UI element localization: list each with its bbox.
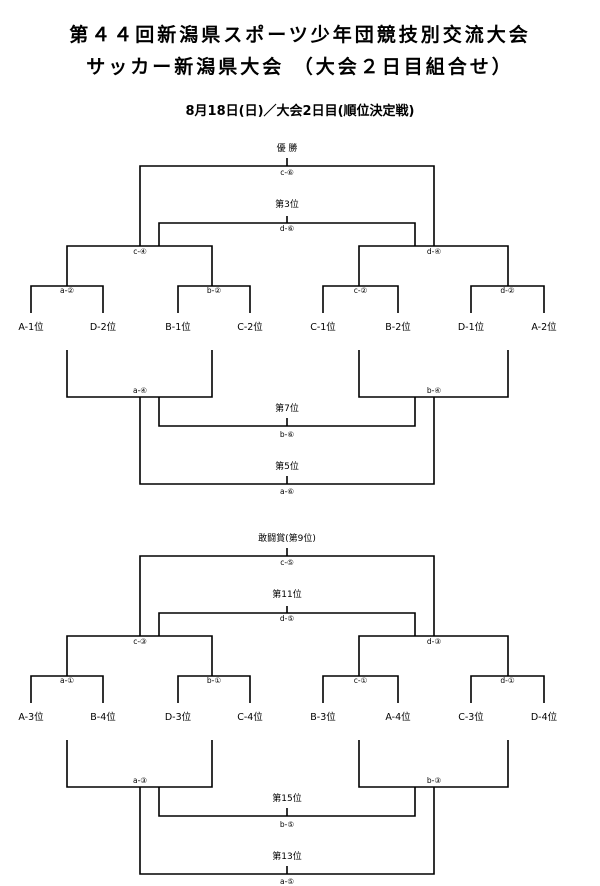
team-label: D-3位 bbox=[165, 711, 192, 723]
team-label: A-1位 bbox=[18, 321, 44, 333]
match-label-semifinal: c-③ bbox=[133, 637, 147, 646]
match-label-match-a-r1: a-① bbox=[60, 676, 74, 685]
seventh-place-title: 第15位 bbox=[272, 792, 301, 804]
team-label: B-2位 bbox=[385, 321, 411, 333]
third-place-title: 第11位 bbox=[272, 588, 301, 600]
match-label-final: c-⑤ bbox=[280, 558, 294, 567]
match-label-semifinal: c-④ bbox=[133, 247, 147, 256]
match-label-seventh-place: b-⑥ bbox=[280, 430, 294, 439]
match-label-lower-semifinal: a-④ bbox=[133, 386, 147, 395]
team-label: B-4位 bbox=[90, 711, 116, 723]
fifth-place-title: 第5位 bbox=[275, 460, 299, 472]
match-label-final: c-⑥ bbox=[280, 168, 294, 177]
match-label-lower-semifinal: a-③ bbox=[133, 776, 147, 785]
match-label-match-b-r1: b-② bbox=[207, 286, 221, 295]
match-label-seventh-place: b-⑤ bbox=[280, 820, 294, 829]
first-round-bracket-line bbox=[177, 285, 251, 313]
team-label: D-1位 bbox=[458, 321, 485, 333]
fifth-place-title: 第13位 bbox=[272, 850, 301, 862]
team-label: A-4位 bbox=[385, 711, 411, 723]
match-label-fifth-place: a-⑤ bbox=[280, 877, 294, 886]
match-label-lower-semifinal: b-④ bbox=[427, 386, 441, 395]
match-label-semifinal: d-④ bbox=[427, 247, 441, 256]
match-label-lower-semifinal: b-③ bbox=[427, 776, 441, 785]
final-title: 敢闘賞(第9位) bbox=[258, 532, 316, 544]
bracket-bottom: a-① b-① c-① d-① A-3位 B-4位 D-3位 C-4位 B-3位 A-4位 C-3位… bbox=[18, 532, 557, 886]
team-label: B-1位 bbox=[165, 321, 191, 333]
page-title: 第４４回新潟県スポーツ少年団競技別交流大会 bbox=[69, 24, 531, 46]
team-label: C-1位 bbox=[310, 321, 336, 333]
team-label: C-4位 bbox=[237, 711, 263, 723]
match-label-fifth-place: a-⑥ bbox=[280, 487, 294, 496]
team-label: B-3位 bbox=[310, 711, 336, 723]
first-round-bracket-line bbox=[322, 285, 399, 313]
match-label-match-c-r1: c-② bbox=[354, 286, 368, 295]
team-label: C-2位 bbox=[237, 321, 263, 333]
first-round-bracket-line bbox=[177, 675, 251, 703]
bracket-top: a-② b-② c-② d-② A-1位 D-2位 B-1位 C-2位 C-1位 B-2位 D-1位… bbox=[18, 142, 557, 496]
match-label-match-d-r1: d-① bbox=[500, 676, 514, 685]
match-label-match-b-r1: b-① bbox=[207, 676, 221, 685]
match-label-match-a-r1: a-② bbox=[60, 286, 74, 295]
first-round-bracket-line bbox=[322, 675, 399, 703]
match-label-semifinal: d-③ bbox=[427, 637, 441, 646]
match-label-match-d-r1: d-② bbox=[500, 286, 514, 295]
match-label-third-place: d-⑤ bbox=[280, 614, 294, 623]
match-label-third-place: d-⑥ bbox=[280, 224, 294, 233]
match-label-match-c-r1: c-① bbox=[354, 676, 368, 685]
page-title-line2: サッカー新潟県大会 （大会２日目組合せ） bbox=[86, 56, 514, 78]
team-label: D-2位 bbox=[90, 321, 117, 333]
seventh-place-title: 第7位 bbox=[275, 402, 299, 414]
team-label: D-4位 bbox=[531, 711, 558, 723]
team-label: A-2位 bbox=[531, 321, 557, 333]
third-place-title: 第3位 bbox=[275, 198, 299, 210]
team-label: A-3位 bbox=[18, 711, 44, 723]
page-subtitle: 8月18日(日)／大会2日目(順位決定戦) bbox=[185, 104, 415, 119]
team-label: C-3位 bbox=[458, 711, 484, 723]
final-title: 優 勝 bbox=[277, 142, 298, 154]
